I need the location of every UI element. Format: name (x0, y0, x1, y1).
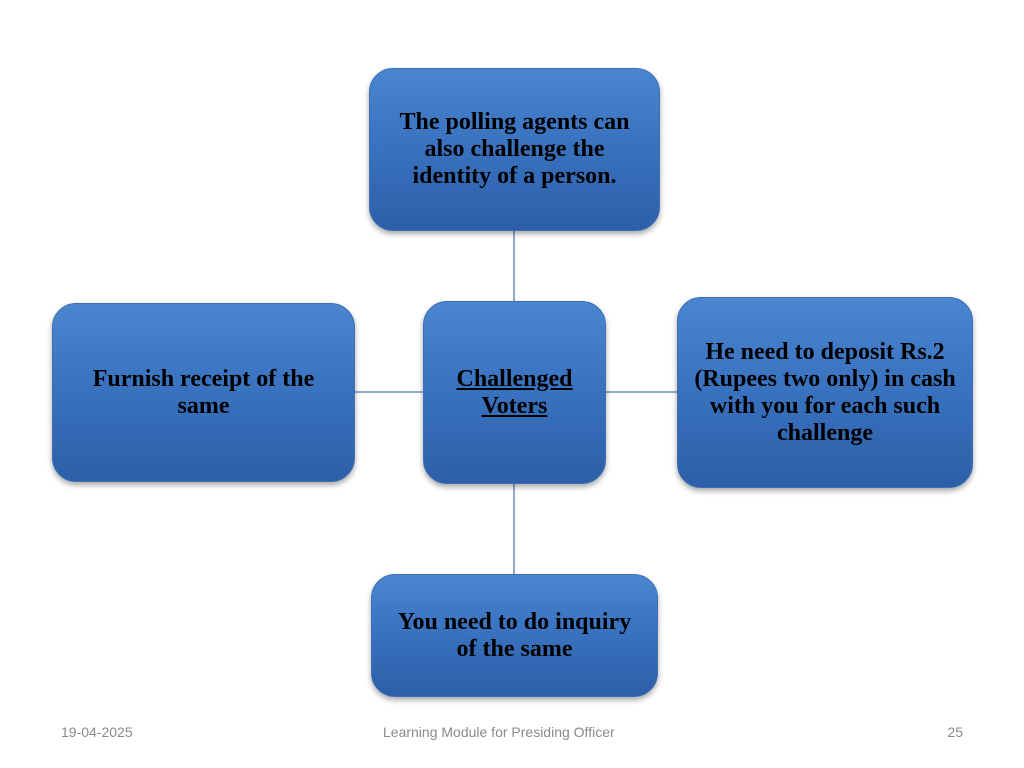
node-furnish-receipt-text: Furnish receipt of the same (92, 365, 315, 419)
node-furnish-receipt: Furnish receipt of the same (52, 303, 355, 482)
node-deposit-fee: He need to deposit Rs.2 (Rupees two only… (677, 297, 973, 488)
node-polling-agents-challenge-text: The polling agents can also challenge th… (399, 109, 630, 189)
node-challenged-voters: Challenged Voters (423, 301, 606, 484)
node-inquiry: You need to do inquiry of the same (371, 574, 658, 697)
node-deposit-fee-text: He need to deposit Rs.2 (Rupees two only… (694, 338, 956, 446)
node-inquiry-text: You need to do inquiry of the same (397, 608, 632, 662)
footer-page-number: 25 (947, 724, 963, 740)
node-polling-agents-challenge: The polling agents can also challenge th… (369, 68, 660, 231)
node-challenged-voters-text: Challenged Voters (456, 365, 573, 419)
footer-title: Learning Module for Presiding Officer (383, 724, 615, 740)
footer-date: 19-04-2025 (61, 724, 133, 740)
